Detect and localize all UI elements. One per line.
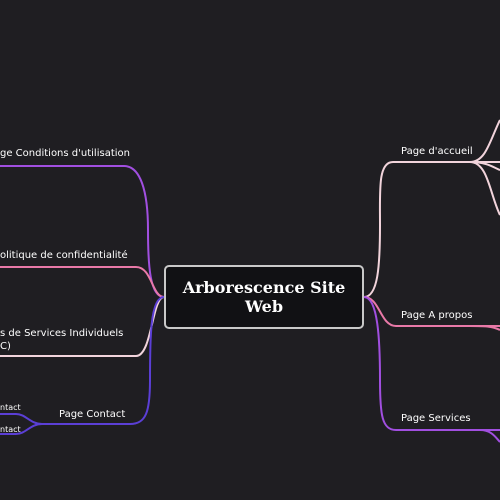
node-politique-confidentialite[interactable]: olitique de confidentialité — [0, 250, 128, 261]
connector-page-contact — [42, 296, 165, 425]
node-contact-child-2[interactable]: ntact — [0, 425, 21, 434]
connector-page-services — [363, 296, 500, 431]
connector-accueil-child-3 — [469, 161, 500, 216]
connector-conditions — [0, 165, 165, 298]
central-topic-label: Arborescence Site Web — [182, 278, 346, 316]
node-contact-child-1[interactable]: ntact — [0, 403, 21, 412]
node-services-individuels[interactable]: s de Services Individuels C) — [0, 327, 123, 353]
connector-page-accueil — [363, 161, 500, 298]
node-page-services[interactable]: Page Services — [401, 413, 471, 424]
connector-a-propos-child — [469, 325, 500, 331]
node-page-contact[interactable]: Page Contact — [59, 409, 126, 420]
node-page-accueil[interactable]: Page d'accueil — [401, 146, 473, 157]
central-topic[interactable]: Arborescence Site Web — [164, 265, 364, 329]
node-conditions-utilisation[interactable]: ge Conditions d'utilisation — [0, 148, 130, 159]
connector-contact-child-2 — [0, 423, 43, 435]
node-page-a-propos[interactable]: Page A propos — [401, 310, 473, 321]
connector-contact-child-1 — [0, 413, 43, 425]
node-services-individuels-line1: s de Services Individuels — [0, 328, 124, 339]
connector-accueil-child-1 — [469, 119, 500, 163]
connector-services-child — [479, 429, 500, 443]
node-services-individuels-line2: C) — [0, 341, 11, 352]
connector-politique — [0, 266, 165, 298]
